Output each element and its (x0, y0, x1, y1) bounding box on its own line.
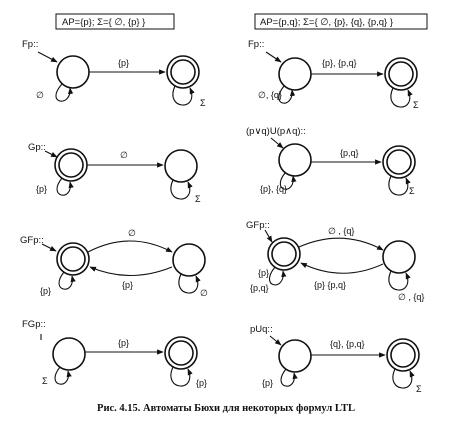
header-right-box (254, 13, 428, 30)
loop-label-accept: {p} (196, 378, 207, 388)
edge-label-top: ∅ (128, 228, 136, 238)
state-initial (56, 55, 90, 89)
automaton-name: pUq:: (250, 324, 273, 335)
loop-label-start: {p} (40, 286, 51, 296)
automaton-name: Gp:: (28, 142, 46, 153)
state-other (172, 243, 206, 277)
self-loop (392, 368, 415, 389)
self-loop (388, 175, 411, 196)
loop-label-start: ∅, {q} (258, 90, 282, 100)
state-sink (164, 149, 198, 183)
self-loop (172, 85, 195, 106)
self-loop (268, 266, 287, 286)
state-initial (52, 337, 86, 371)
automaton-name: GFp:: (246, 220, 270, 231)
header-right: AP={p,q}; Σ={ ∅, {p}, {q}, {p,q} } (260, 17, 393, 28)
automaton-puq-right: pUq:: {p} {q}, {p,q} Σ (250, 324, 422, 394)
edge-label: {q}, {p,q} (330, 339, 365, 349)
accepting-ring (386, 149, 412, 175)
automaton-name: GFp:: (20, 235, 44, 246)
loop-label-accept: Σ (409, 186, 415, 196)
transition-edge-back (89, 266, 173, 277)
edge-label-bottom: {p} (122, 280, 133, 290)
self-loop (279, 172, 297, 190)
loop-label-start: {p} (262, 378, 273, 388)
initial-arrow (270, 137, 284, 149)
self-loop (388, 270, 411, 291)
edge-label-top: ∅ , {q} (328, 226, 354, 236)
self-loop (170, 366, 193, 387)
loop-label-other: ∅ (200, 288, 208, 298)
header-left: AP={p}; Σ={ ∅, {p} } (62, 17, 145, 28)
self-loop (170, 179, 193, 200)
automaton-gp-left: Gp:: {p} ∅ Σ (28, 142, 201, 204)
accepting-ring (168, 340, 194, 366)
accepting-ring (60, 246, 86, 272)
figure-caption: Рис. 4.15. Автоматы Бюхи для некоторых ф… (97, 403, 355, 414)
transition-edge-forward (87, 240, 173, 253)
automaton-gfp-left: GFp:: {p} ∅ {p} ∅ (20, 228, 208, 298)
loop-label-start: {p}, {q} (260, 184, 287, 194)
state-initial (278, 57, 312, 91)
self-loop (55, 83, 74, 102)
loop-label-start: {p} (36, 184, 47, 194)
state-other (382, 240, 416, 274)
edge-label: {p,q} (340, 148, 359, 158)
accepting-ring (388, 61, 414, 87)
initial-arrow (265, 51, 282, 63)
initial-arrow (37, 51, 58, 63)
self-loop (54, 366, 72, 385)
accepting-ring (271, 241, 297, 267)
loop-label-other: ∅ , {q} (398, 292, 424, 302)
accepting-ring (390, 342, 416, 368)
automaton-fp-left: Fp:: ∅ {p} Σ (22, 39, 206, 108)
self-loop (178, 273, 201, 294)
self-loop (56, 177, 74, 196)
edge-label: ∅ (120, 150, 128, 160)
automaton-fp-right: Fp:: ∅, {q} {p}, {p,q} Σ (248, 39, 419, 110)
header-left-box (55, 13, 175, 30)
loop-label-start-top: {p} (258, 268, 269, 278)
loop-label-accept: Σ (200, 98, 206, 108)
automaton-until-right: (p∨q)U(p∧q):: {p}, {q} {p,q} Σ (246, 126, 416, 196)
loop-label-start: {p,q} (250, 283, 269, 293)
automaton-fgp-left: FGp:: Σ {p} {p} (22, 319, 207, 388)
self-loop (278, 85, 296, 104)
accepting-ring (58, 152, 84, 178)
initial-arrow (41, 243, 57, 252)
automaton-name: Fp:: (248, 39, 264, 50)
state-initial (278, 339, 312, 373)
loop-label-accept: Σ (416, 384, 422, 394)
initial-arrow (269, 335, 282, 346)
automaton-name: (p∨q)U(p∧q):: (246, 126, 306, 137)
self-loop (390, 87, 413, 108)
accepting-ring (170, 59, 196, 85)
transition-edge-forward (298, 237, 384, 251)
transition-edge-back (300, 262, 384, 274)
self-loop (280, 368, 298, 387)
self-loop (58, 271, 76, 290)
initial-arrow (264, 229, 273, 243)
edge-label: {p} (118, 338, 129, 348)
loop-label-accept: Σ (413, 100, 419, 110)
loop-label-start: ∅ (36, 90, 44, 100)
initial-arrow (44, 150, 58, 158)
loop-label-start: Σ (42, 376, 48, 386)
edge-label-bottom: {p} {p,q} (314, 280, 346, 290)
edge-label: {p}, {p,q} (322, 58, 357, 68)
automaton-name: Fp:: (22, 39, 38, 50)
automaton-gfp-right: GFp:: {p} {p,q} ∅ , {q} {p} {p,q} ∅ , {q… (246, 220, 424, 302)
loop-label-sink: Σ (195, 194, 201, 204)
state-initial (278, 143, 312, 177)
edge-label: {p} (118, 58, 129, 68)
automaton-name: FGp:: (22, 319, 46, 330)
